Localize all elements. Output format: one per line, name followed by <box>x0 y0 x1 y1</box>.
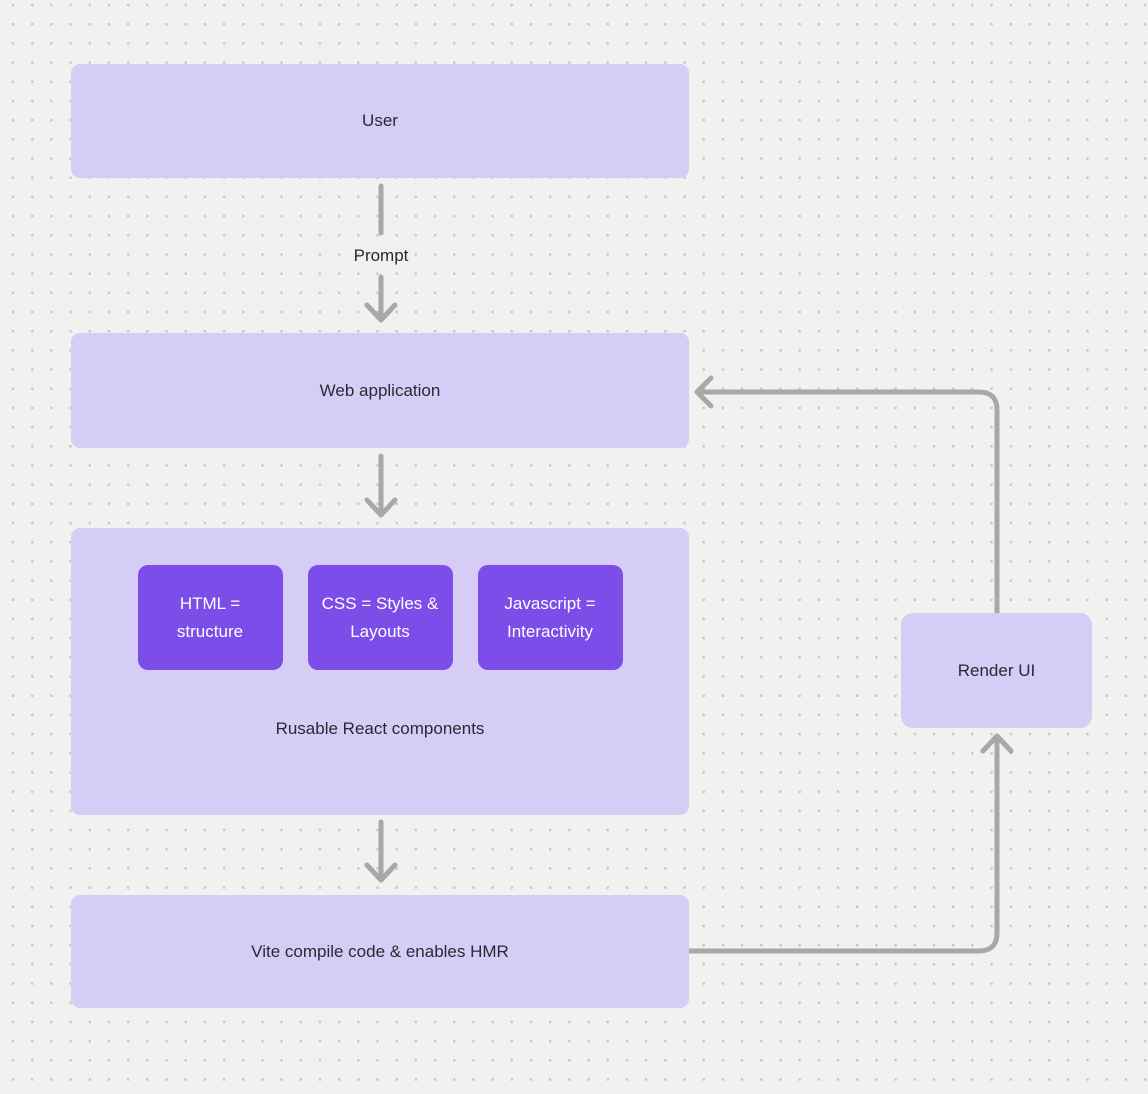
node-javascript-label: Javascript = Interactivity <box>504 593 596 641</box>
node-user[interactable]: User <box>71 64 689 178</box>
components-group-caption: Rusable React components <box>275 719 485 738</box>
node-render-ui[interactable]: Render UI <box>901 613 1092 728</box>
node-render-ui-label: Render UI <box>957 660 1036 680</box>
node-components-group[interactable]: HTML = structure CSS = Styles & Layouts … <box>71 528 689 815</box>
edge-render-webapp-line <box>698 389 1000 616</box>
components-row: HTML = structure CSS = Styles & Layouts … <box>71 565 689 670</box>
edge-webapp-components-arrowhead <box>364 497 398 518</box>
node-vite[interactable]: Vite compile code & enables HMR <box>71 895 689 1008</box>
edge-components-vite-arrowhead <box>364 862 398 883</box>
node-vite-label: Vite compile code & enables HMR <box>251 941 509 961</box>
edge-label-prompt: Prompt <box>353 246 409 265</box>
node-html[interactable]: HTML = structure <box>137 565 283 670</box>
node-html-label: HTML = structure <box>176 593 244 641</box>
node-web-application[interactable]: Web application <box>71 333 689 448</box>
node-javascript[interactable]: Javascript = Interactivity <box>477 565 623 670</box>
node-web-application-label: Web application <box>319 380 441 400</box>
edge-vite-render-line <box>686 738 1000 954</box>
node-user-label: User <box>362 111 398 130</box>
edge-render-webapp-arrowhead <box>694 375 714 409</box>
edge-vite-render-arrowhead <box>980 733 1014 754</box>
node-css[interactable]: CSS = Styles & Layouts <box>307 565 453 670</box>
edge-user-webapp-arrowhead <box>364 302 398 323</box>
node-css-label: CSS = Styles & Layouts <box>321 593 439 641</box>
